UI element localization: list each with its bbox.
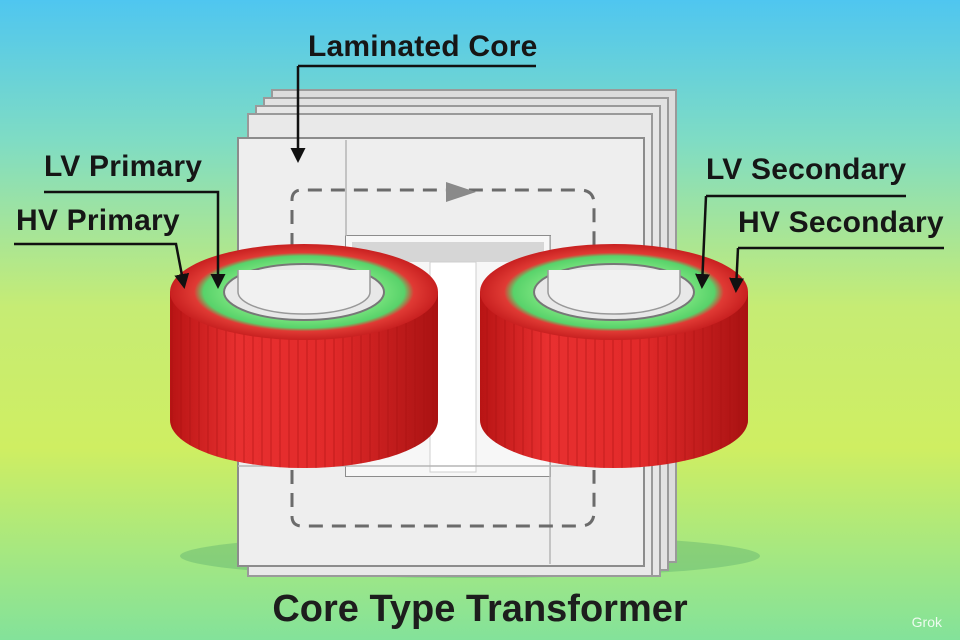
laminated-core-label: Laminated Core <box>308 30 538 63</box>
diagram-title: Core Type Transformer <box>272 588 688 630</box>
flux-arrow-icon <box>446 182 476 202</box>
hv-primary-label: HV Primary <box>16 204 180 237</box>
leader-lines <box>14 64 944 293</box>
lv-primary-label: LV Primary <box>44 150 203 183</box>
watermark: Grok <box>911 614 942 630</box>
secondary-coil <box>480 244 748 468</box>
primary-coil <box>170 244 438 468</box>
hv-secondary-label: HV Secondary <box>738 206 944 239</box>
lv-secondary-label: LV Secondary <box>706 153 907 186</box>
